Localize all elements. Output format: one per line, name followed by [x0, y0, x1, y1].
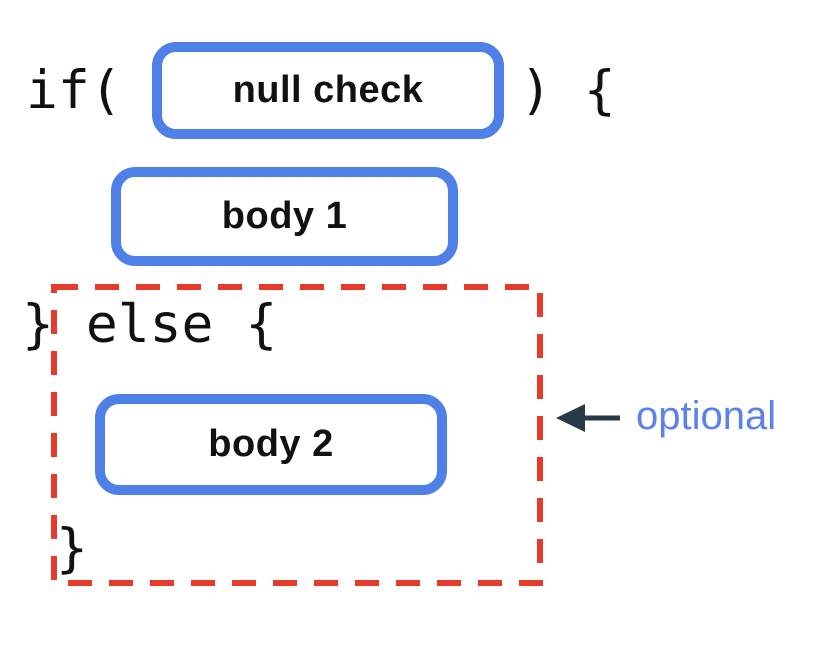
condition-slot-label: null check — [232, 69, 424, 111]
code-else-line: } else { — [22, 294, 278, 355]
body1-slot-label: body 1 — [221, 195, 348, 237]
body2-slot: body 2 — [95, 394, 447, 495]
arrow-left-icon — [556, 404, 620, 432]
code-closing-brace: } — [56, 518, 88, 579]
body1-slot: body 1 — [111, 167, 458, 266]
code-if-open: if( — [26, 60, 122, 121]
code-if-close: ) { — [520, 60, 616, 121]
optional-label: optional — [636, 394, 777, 438]
body2-slot-label: body 2 — [208, 423, 334, 465]
condition-slot: null check — [152, 42, 504, 139]
